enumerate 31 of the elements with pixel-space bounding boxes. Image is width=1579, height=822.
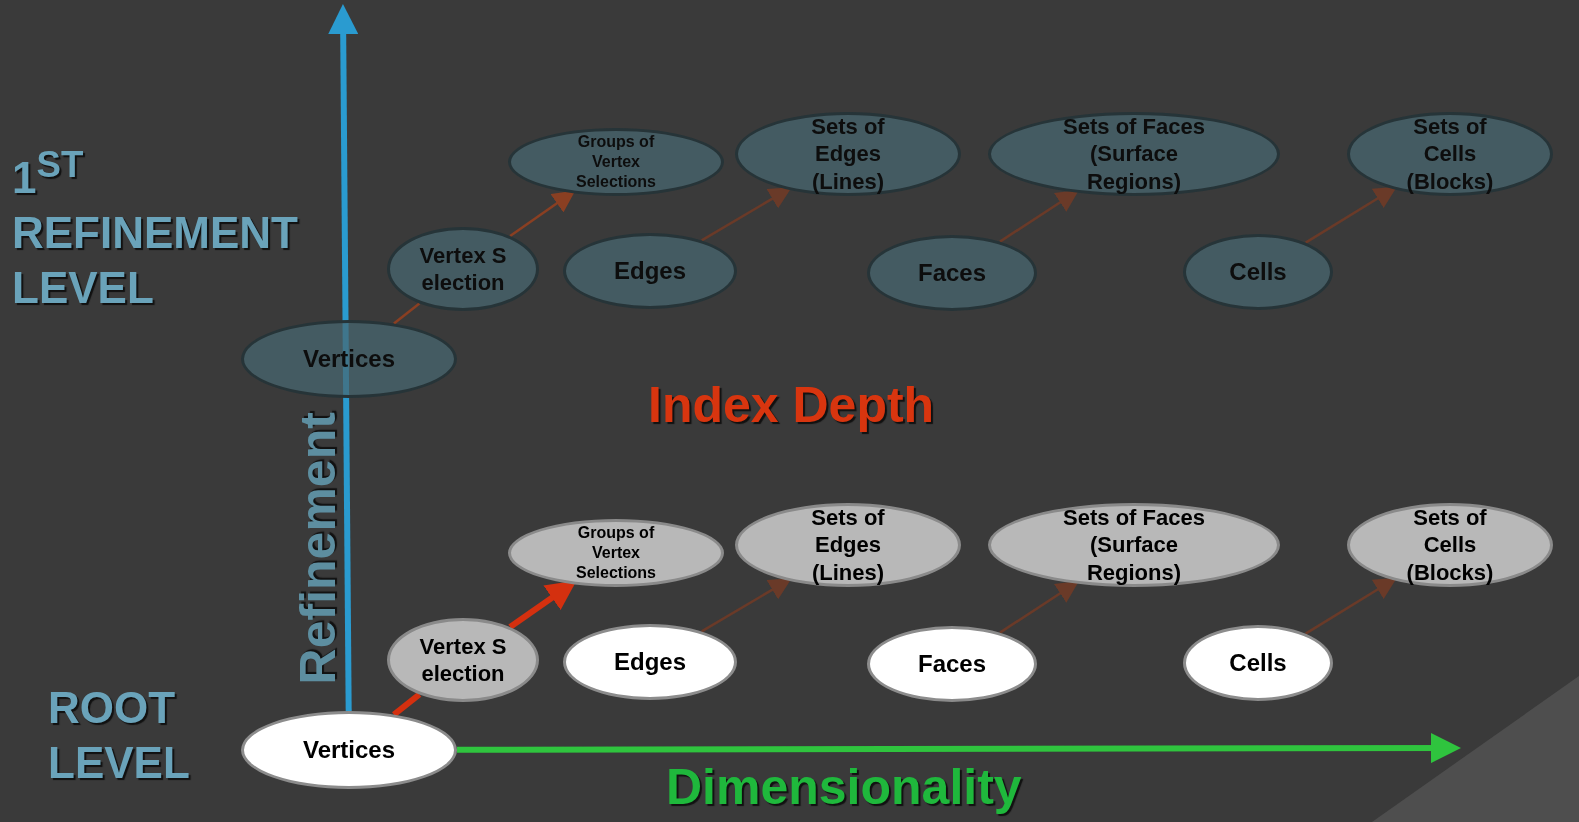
node-label: Groups of Vertex Selections — [575, 523, 657, 583]
node-label: Edges — [613, 647, 687, 677]
node-label: Sets of Cells (Blocks) — [1405, 112, 1495, 196]
axis-title: Dimensionality — [666, 758, 1023, 817]
node-label: Cells — [1228, 257, 1288, 287]
axis-title: Refinement — [288, 411, 347, 687]
arrow — [999, 190, 1079, 243]
arrow — [509, 190, 576, 238]
node-label: Vertices — [301, 735, 397, 765]
level-title: 1$^{ST}$ REFINEMENT LEVEL — [12, 143, 299, 314]
node-label: Edges — [613, 256, 687, 286]
arrow — [328, 4, 359, 712]
node-label: Faces — [916, 649, 988, 679]
arrow — [701, 578, 792, 633]
node-label: Sets of Faces (Surface Regions) — [1062, 112, 1206, 196]
node-label: Groups of Vertex Selections — [575, 132, 657, 192]
node-label: Vertex Selection — [418, 241, 508, 297]
axis-title: Index Depth — [648, 376, 936, 435]
node-label: Faces — [916, 258, 988, 288]
node-label: Sets of Faces (Surface Regions) — [1062, 503, 1206, 587]
arrow — [1305, 186, 1397, 244]
arrow — [457, 733, 1461, 764]
node-label: Vertex Selection — [418, 632, 508, 688]
node-label: Sets of Edges (Lines) — [810, 112, 886, 196]
node-label: Cells — [1228, 648, 1288, 678]
arrow — [1305, 577, 1397, 635]
node-label: Sets of Cells (Blocks) — [1405, 503, 1495, 587]
node-label: Vertices — [301, 344, 397, 374]
node-label: Sets of Edges (Lines) — [810, 503, 886, 587]
arrow — [701, 187, 792, 242]
level-title: ROOT LEVEL — [48, 682, 191, 789]
